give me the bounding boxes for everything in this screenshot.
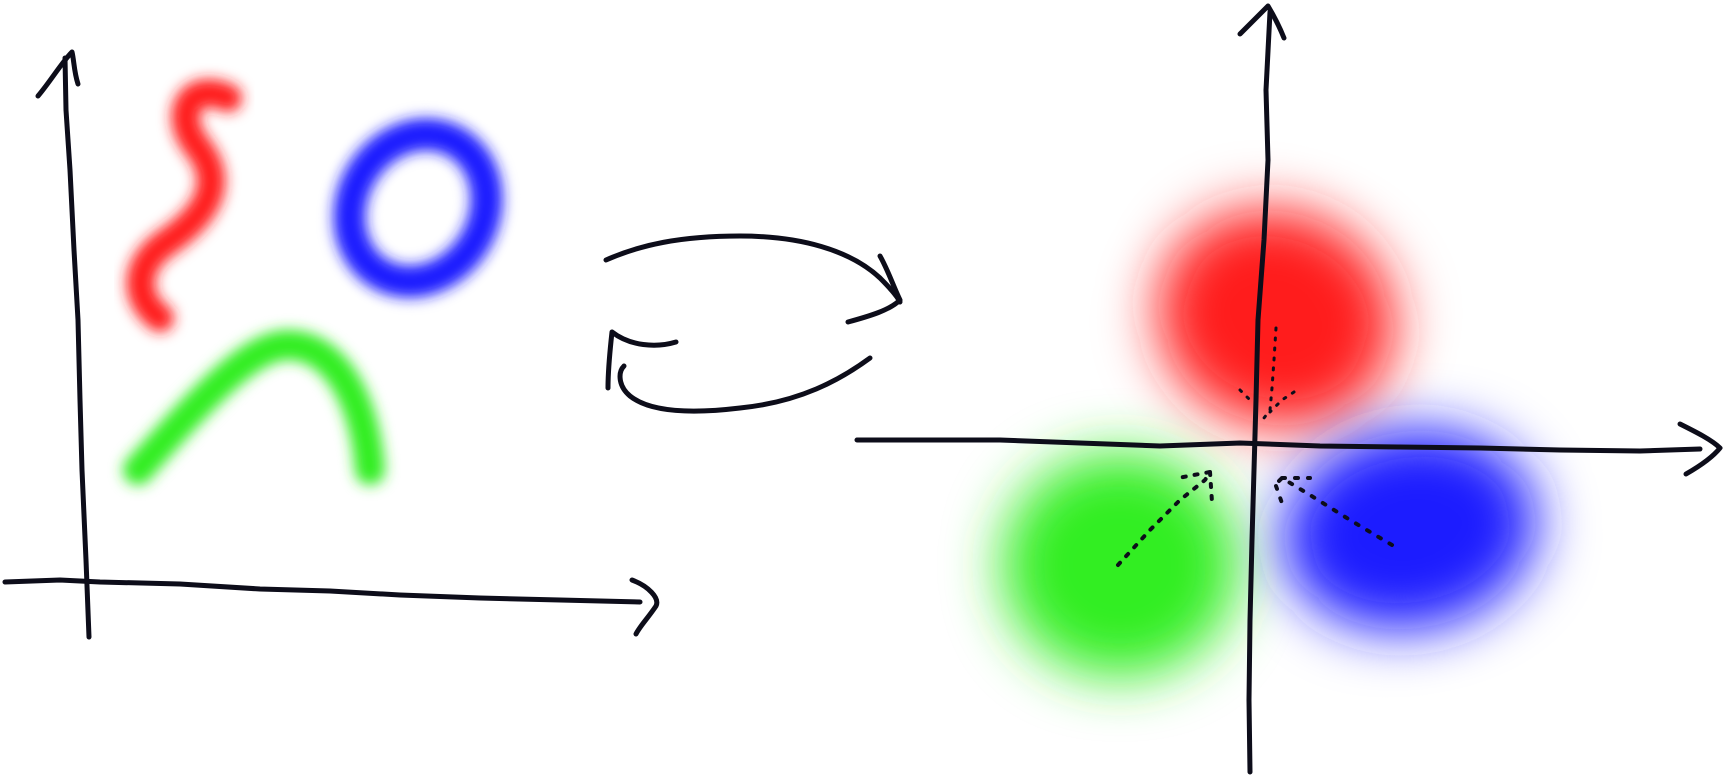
- green-arc: [123, 329, 385, 485]
- bottom-arrowhead: [605, 329, 679, 391]
- red-blob: [1157, 208, 1395, 428]
- red-dotted-path: [1238, 326, 1296, 420]
- left-panel: [2, 49, 660, 640]
- bottom-arc-arrow: [617, 355, 873, 414]
- blue-blob: [1282, 429, 1538, 631]
- left-x-axis: [2, 577, 643, 605]
- left-y-axis: [62, 55, 92, 640]
- cycle-arrows-icon: [603, 233, 903, 414]
- left-y-axis-arrowhead: [35, 49, 81, 99]
- left-x-axis-arrowhead: [629, 577, 660, 637]
- red-squiggle: [126, 79, 242, 332]
- right-x-axis-arrowhead: [1677, 421, 1723, 477]
- green-dotted-path: [1116, 470, 1214, 567]
- blue-ring: [333, 118, 503, 298]
- top-arc-arrow: [603, 233, 903, 305]
- right-panel: [854, 3, 1723, 775]
- top-arrowhead: [845, 253, 903, 325]
- right-y-axis: [1246, 9, 1273, 775]
- right-x-axis: [854, 437, 1703, 454]
- blue-dotted-path: [1274, 476, 1394, 547]
- right-y-axis-arrowhead: [1237, 3, 1287, 41]
